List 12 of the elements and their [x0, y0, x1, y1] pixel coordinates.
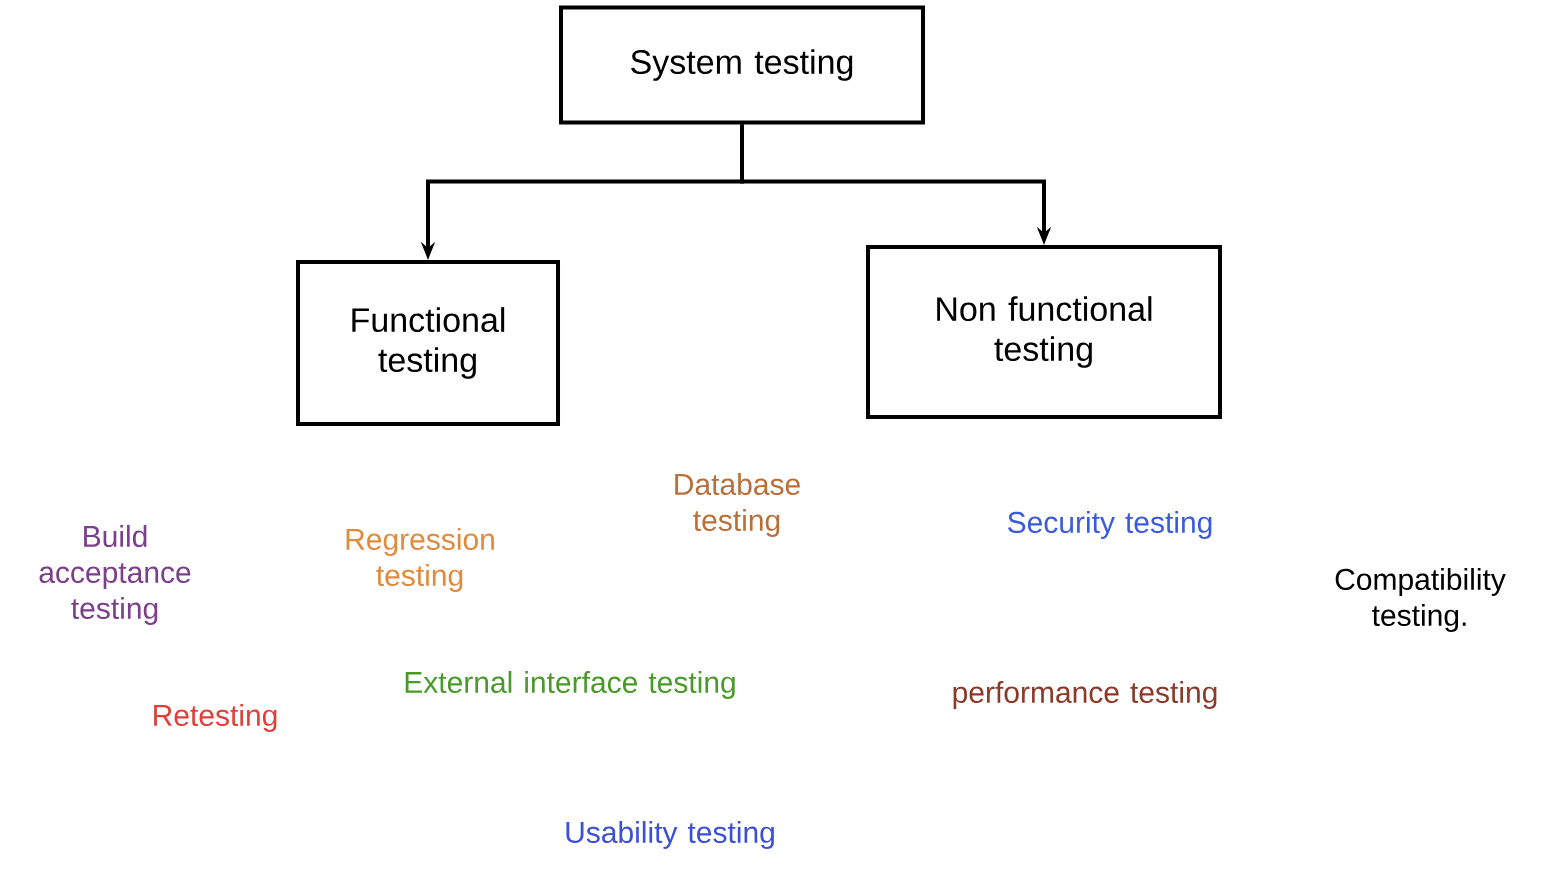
testing-type-label: performance testing: [953, 681, 1217, 709]
testing-type-label: External interface testing: [405, 671, 735, 699]
testing-type-label: Retesting: [154, 704, 277, 732]
testing-type-label: Usability testing: [566, 821, 774, 849]
testing-type-label: Build acceptance testing: [39, 525, 191, 625]
category-box: Functional testing: [296, 260, 560, 426]
testing-type-label: Security testing: [1008, 511, 1212, 539]
category-box: System testing: [559, 5, 925, 125]
testing-type-label: Regression testing: [346, 528, 494, 592]
testing-type-label: Compatibility testing.: [1335, 568, 1506, 632]
testing-type-label: Database testing: [675, 473, 800, 537]
category-box: Non functional testing: [866, 245, 1222, 419]
